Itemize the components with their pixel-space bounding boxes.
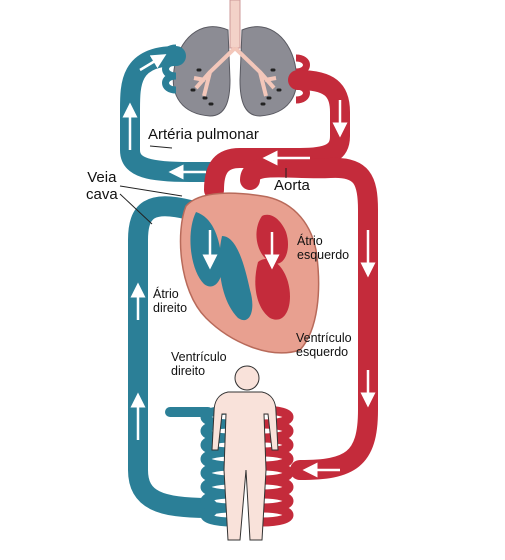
vena-cava-leader-1 xyxy=(119,185,183,197)
body-torso xyxy=(211,391,279,541)
pulmonary-vein-vessel xyxy=(204,70,350,200)
oxygenated-vessels xyxy=(204,70,378,480)
flow-arrows xyxy=(122,54,376,478)
right-body-capillaries xyxy=(261,405,294,527)
label-left-atrium-line2: esquerdo xyxy=(297,248,350,262)
right-ventricle-chamber xyxy=(219,236,253,321)
aorta-vessel xyxy=(240,157,378,480)
label-right-atrium-line1: Átrio xyxy=(153,287,179,301)
label-left-ventricle-line1: Ventrículo xyxy=(296,331,352,345)
label-right-atrium-line2: direito xyxy=(153,301,188,315)
right-lung xyxy=(239,26,298,117)
label-vena-cava-line1: Veia xyxy=(87,169,117,186)
body-capillaries xyxy=(200,405,294,527)
left-lung xyxy=(172,26,231,117)
trachea xyxy=(229,0,241,49)
arrow-pulmonary-top xyxy=(139,54,167,72)
body-head xyxy=(234,365,260,391)
label-right-ventricle-line1: Ventrículo xyxy=(171,350,227,364)
vena-cava-vessel xyxy=(128,196,218,518)
vena-cava-leader-2 xyxy=(119,193,153,225)
label-aorta: Aorta xyxy=(274,177,310,194)
label-left-ventricle-line2: esquerdo xyxy=(296,345,349,359)
label-right-ventricle: Ventrículo direito xyxy=(171,350,227,378)
bronchi xyxy=(193,46,277,97)
heart xyxy=(179,192,320,354)
left-body-capillaries xyxy=(200,405,233,527)
human-body xyxy=(211,365,279,541)
label-left-atrium-line1: Átrio xyxy=(297,234,323,248)
label-pulmonary-artery: Artéria pulmonar xyxy=(148,126,259,143)
lungs xyxy=(172,0,298,117)
leader-lines xyxy=(119,145,287,225)
label-left-atrium: Átrio esquerdo xyxy=(297,234,349,262)
label-vena-cava: Veia cava xyxy=(86,169,118,204)
label-right-atrium: Átrio direito xyxy=(153,287,187,315)
left-ventricle-chamber xyxy=(255,258,290,320)
label-vena-cava-line2: cava xyxy=(86,185,118,203)
label-left-ventricle: Ventrículo esquerdo xyxy=(296,331,352,359)
pulmonary-artery-leader xyxy=(149,145,173,149)
bronchi-dots xyxy=(190,68,282,106)
label-right-ventricle-line2: direito xyxy=(171,364,206,378)
